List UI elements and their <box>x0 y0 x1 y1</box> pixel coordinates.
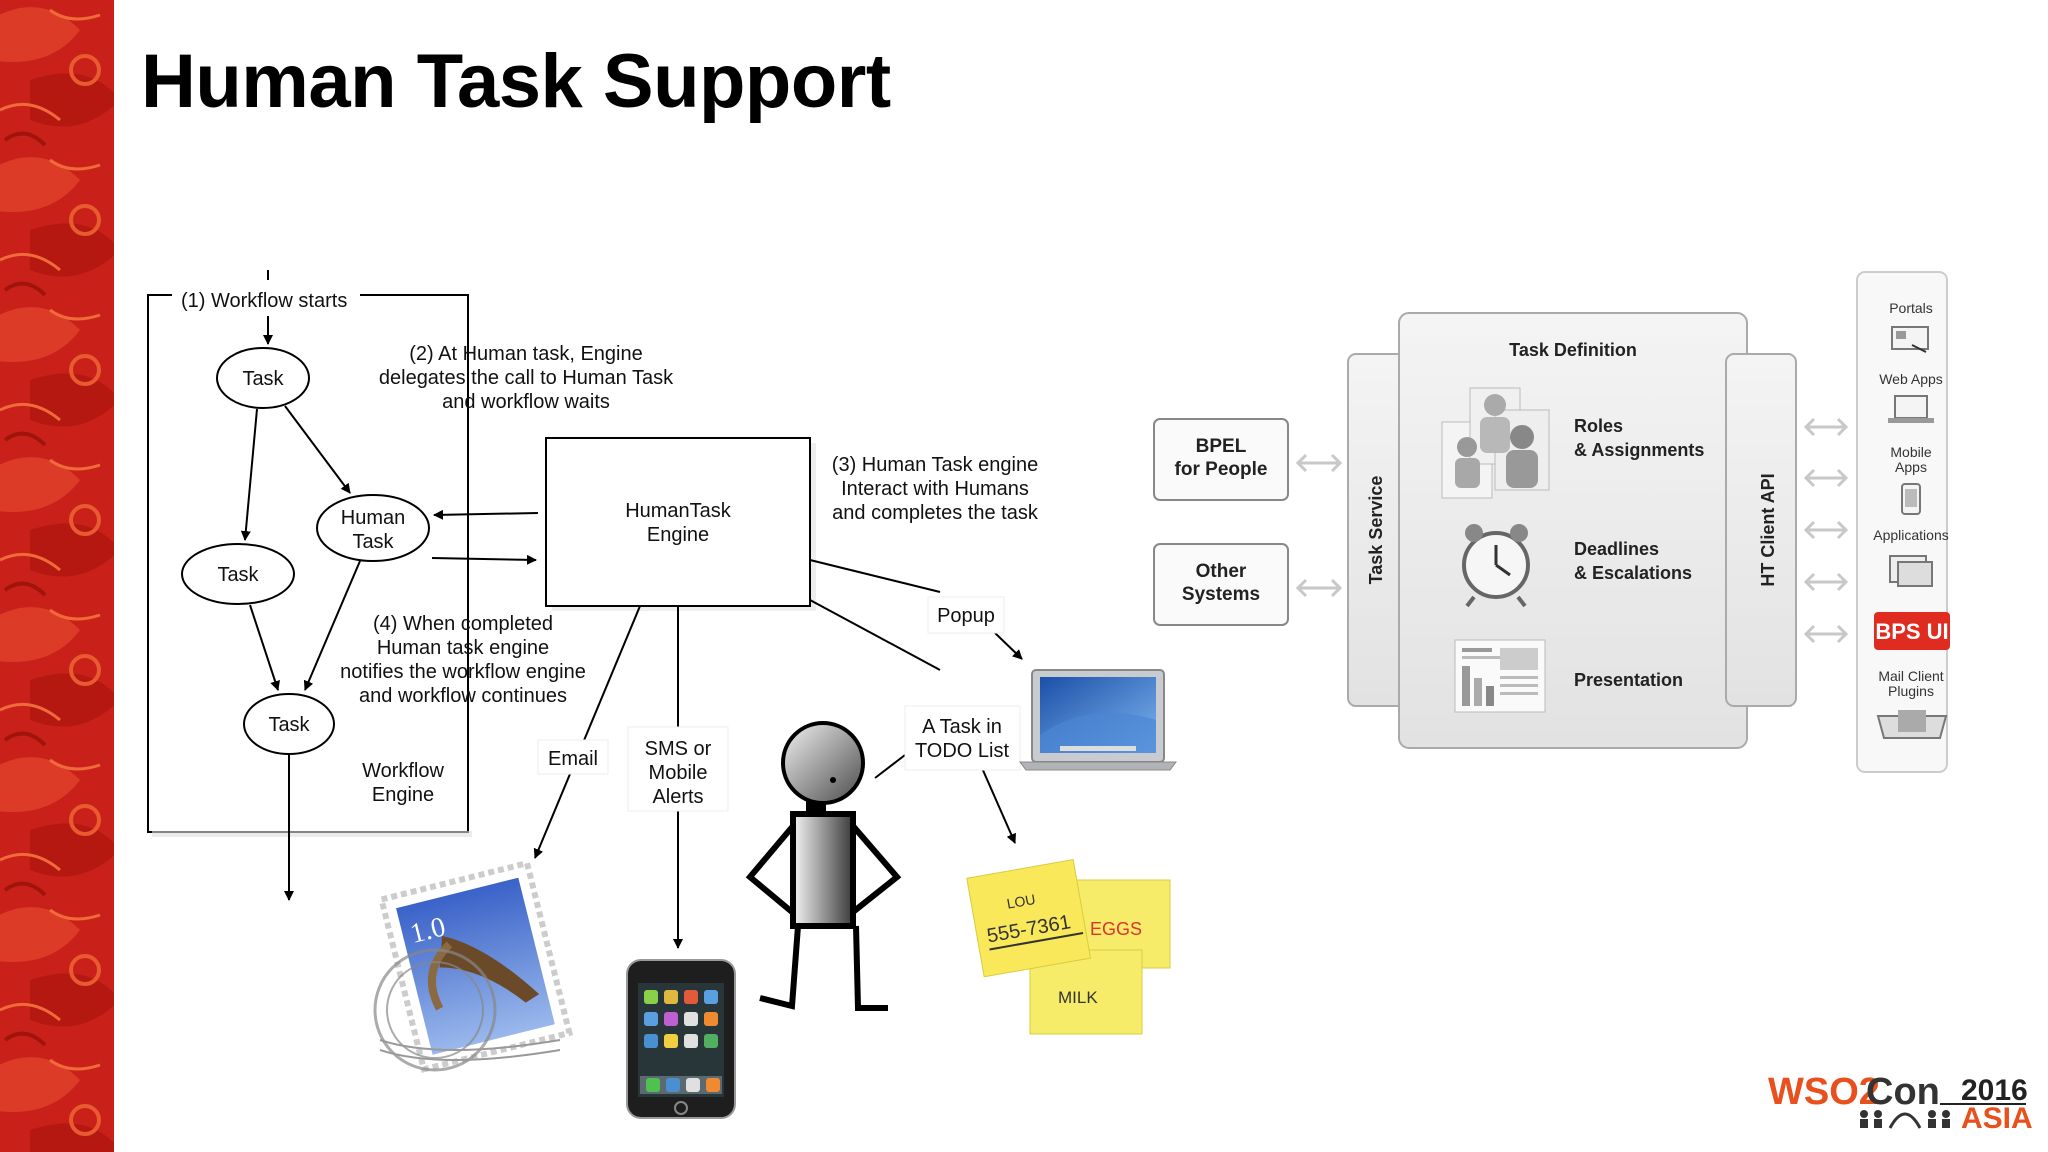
client-double-arrows <box>1803 417 1849 644</box>
portal-icon <box>1891 326 1929 353</box>
ht-client-api-label: HT Client API <box>1758 473 1778 586</box>
decorative-side-stripe <box>0 0 114 1152</box>
task-node-mid-label: Task <box>217 564 259 586</box>
note-eggs: EGGS <box>1090 919 1142 939</box>
email-label: Email <box>548 748 598 770</box>
other-systems-label-2: Systems <box>1182 584 1260 605</box>
task-node-top-label: Task <box>242 368 284 390</box>
humantask-engine-label-2: Engine <box>647 524 709 546</box>
todo-label-1: A Task in <box>922 716 1002 738</box>
mail-stamp-icon: 1.0 <box>373 859 574 1073</box>
person-figure-icon <box>745 721 902 1011</box>
step1-label: (1) Workflow starts <box>181 290 347 312</box>
task-definition-panel <box>1398 312 1748 749</box>
phone-small-icon <box>1901 483 1921 515</box>
human-task-label-1: Human <box>341 507 405 529</box>
bps-ui-badge: BPS UI <box>1874 612 1950 650</box>
sms-label-2: Mobile <box>649 762 708 784</box>
slide-title: Human Task Support <box>141 39 891 124</box>
step4-line-2: Human task engine <box>377 637 549 659</box>
bpel-label-2: for People <box>1175 459 1268 480</box>
task-node-top <box>216 347 310 409</box>
laptop-icon <box>1019 669 1177 771</box>
laptop-small-icon <box>1888 395 1934 423</box>
humantask-engine-label-1: HumanTask <box>625 500 732 522</box>
alarm-clock-icon <box>1462 524 1530 608</box>
step3-line-2: Interact with Humans <box>841 478 1029 500</box>
roles-label-1: Roles <box>1574 416 1623 436</box>
task-node-bottom-label: Task <box>268 714 310 736</box>
step2-line-2: delegates the call to Human Task <box>379 367 674 389</box>
task-node-bottom <box>243 693 335 755</box>
logo-year: 2016 <box>1961 1074 2028 1107</box>
deadlines-label-1: Deadlines <box>1574 539 1659 559</box>
step4-line-1: (4) When completed <box>373 613 553 635</box>
todo-label-2: TODO List <box>915 740 1010 762</box>
workflow-engine-label-2: Engine <box>372 784 434 806</box>
workflow-engine-label-1: Workflow <box>362 760 444 782</box>
wso2con-asia-logo: WSO2 Con 2016 ASIA <box>1768 1071 2033 1135</box>
logo-people-icon <box>1860 1110 1950 1129</box>
human-task-node <box>316 494 430 562</box>
roles-people-icon <box>1441 387 1550 499</box>
popup-label: Popup <box>937 605 995 627</box>
step3-line-3: and completes the task <box>832 502 1039 524</box>
task-definition-title: Task Definition <box>1509 340 1637 360</box>
presentation-label: Presentation <box>1574 670 1683 690</box>
mail-icon <box>1876 710 1948 739</box>
client-mail-label-2: Plugins <box>1888 683 1934 699</box>
logo-con: Con <box>1866 1071 1940 1113</box>
step4-line-4: and workflow continues <box>359 685 567 707</box>
sms-label-3: Alerts <box>652 786 703 808</box>
roles-label-2: & Assignments <box>1574 440 1704 460</box>
client-mobile-label-2: Apps <box>1895 459 1927 475</box>
sticky-notes-icon: EGGS MILK LOU 555-7361 <box>966 859 1171 1035</box>
step4-line-3: notifies the workflow engine <box>340 661 586 683</box>
client-mobile-label-1: Mobile <box>1890 444 1931 460</box>
note-lou: LOU <box>1005 891 1036 912</box>
mobile-phone-icon <box>626 959 736 1119</box>
humantask-engine-box <box>545 437 811 607</box>
windows-icon <box>1889 555 1933 587</box>
other-systems-label-1: Other <box>1196 561 1247 582</box>
logo-region: ASIA <box>1961 1102 2033 1135</box>
client-portals-label: Portals <box>1889 300 1933 316</box>
client-mail-label-1: Mail Client <box>1878 668 1943 684</box>
sms-label-1: SMS or <box>645 738 712 760</box>
step2-line-1: (2) At Human task, Engine <box>409 343 642 365</box>
task-service-label: Task Service <box>1366 476 1386 585</box>
human-task-label-2: Task <box>352 531 394 553</box>
bps-ui-label: BPS UI <box>1875 619 1948 644</box>
double-arrow-icon <box>1295 453 1343 598</box>
client-webapps-label: Web Apps <box>1879 371 1943 387</box>
bpel-for-people-box: BPEL for People <box>1153 418 1289 501</box>
client-applications-label: Applications <box>1873 527 1949 543</box>
bpel-label-1: BPEL <box>1196 436 1247 457</box>
deadlines-label-2: & Escalations <box>1574 563 1692 583</box>
step2-line-3: and workflow waits <box>442 391 610 413</box>
task-node-mid <box>181 543 295 605</box>
step3-line-1: (3) Human Task engine <box>832 454 1038 476</box>
ht-client-api-bar <box>1725 353 1797 707</box>
logo-wso: WSO2 <box>1768 1071 1880 1113</box>
note-milk: MILK <box>1058 988 1098 1007</box>
other-systems-box: Other Systems <box>1153 543 1289 626</box>
presentation-chart-icon <box>1454 639 1546 713</box>
